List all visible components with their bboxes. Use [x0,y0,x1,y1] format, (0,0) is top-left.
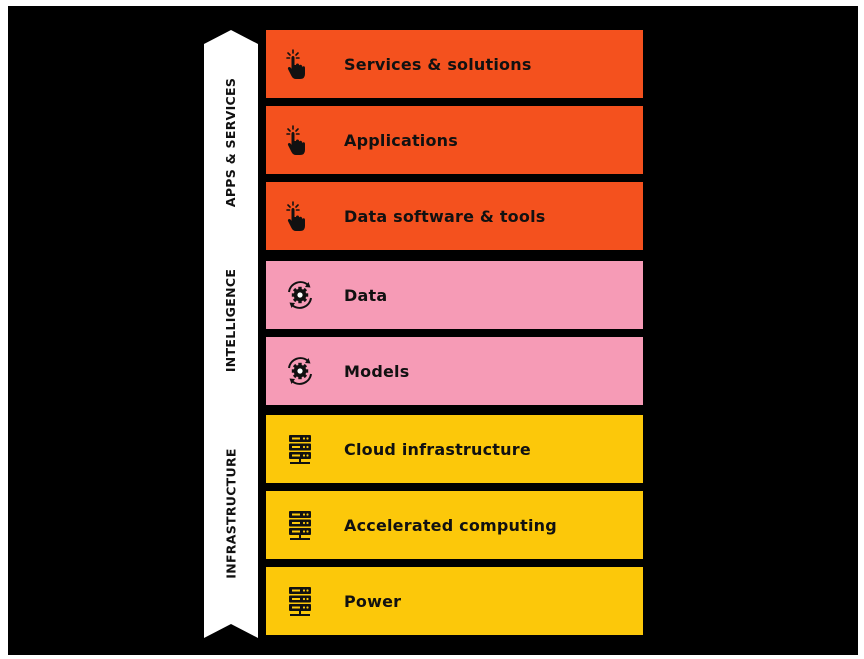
layer-label: Accelerated computing [344,515,557,535]
layer-box-infrastructure: Accelerated computing [266,491,643,559]
layer-label: Services & solutions [344,54,532,74]
section-arrow-intelligence: INTELLIGENCE [204,234,258,406]
layer-box-infrastructure: Cloud infrastructure [266,415,643,483]
pointer-hand-icon [284,48,316,80]
layer-label: Data software & tools [344,206,546,226]
server-rack-icon [284,509,316,541]
section-label-wrap: INTELLIGENCE [204,234,258,406]
gear-cycle-icon [284,355,316,387]
layer-box-apps: Applications [266,106,643,174]
layer-label: Models [344,361,410,381]
section-label-wrap: INFRASTRUCTURE [204,388,258,638]
layer-box-apps: Services & solutions [266,30,643,98]
layer-box-intelligence: Models [266,337,643,405]
layer-box-apps: Data software & tools [266,182,643,250]
section-label-intelligence: INTELLIGENCE [223,268,239,372]
server-rack-icon [284,585,316,617]
section-arrow-apps: APPS & SERVICES [204,30,258,255]
section-label-wrap: APPS & SERVICES [204,30,258,255]
section-label-apps: APPS & SERVICES [223,77,239,208]
top-border [8,6,856,8]
layer-label: Data [344,285,388,305]
layer-label: Applications [344,130,458,150]
layer-box-intelligence: Data [266,261,643,329]
pointer-hand-icon [284,124,316,156]
gear-cycle-icon [284,279,316,311]
layer-box-infrastructure: Power [266,567,643,635]
section-arrow-infrastructure: INFRASTRUCTURE [204,388,258,638]
section-label-infrastructure: INFRASTRUCTURE [223,447,239,579]
layer-label: Cloud infrastructure [344,439,531,459]
right-border [856,6,858,655]
layer-label: Power [344,591,402,611]
server-rack-icon [284,433,316,465]
pointer-hand-icon [284,200,316,232]
